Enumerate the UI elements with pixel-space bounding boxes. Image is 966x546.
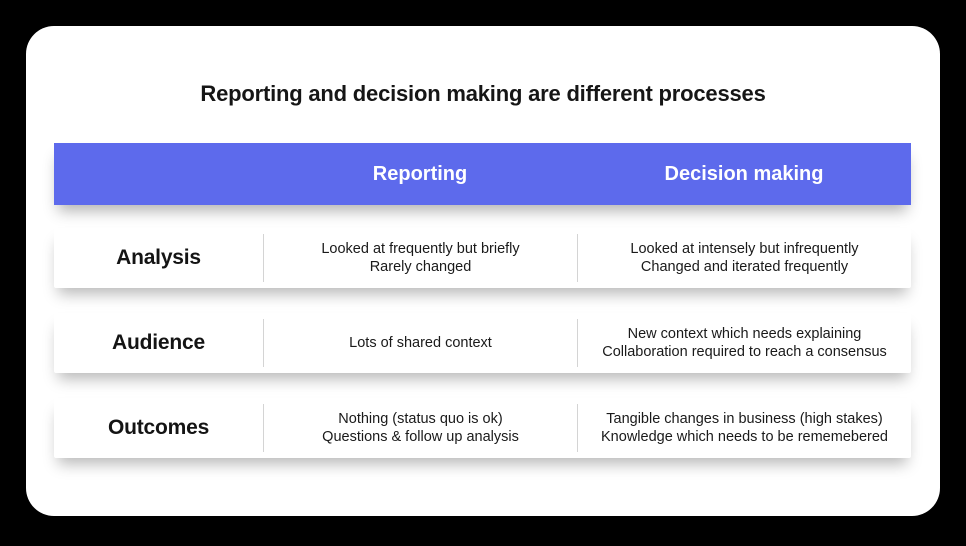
analysis-decision-cell: Looked at intensely but infrequently Cha…: [577, 234, 911, 282]
table-row-analysis: Analysis Looked at frequently but briefl…: [54, 228, 911, 288]
row-label-outcomes: Outcomes: [107, 416, 210, 439]
table-row-outcomes: Outcomes Nothing (status quo is ok) Ques…: [54, 398, 911, 458]
cell-line: Looked at intensely but infrequently: [630, 241, 859, 257]
cell-line: Tangible changes in business (high stake…: [606, 411, 883, 427]
outcomes-decision-cell: Tangible changes in business (high stake…: [577, 404, 911, 452]
slide-card: Reporting and decision making are differ…: [26, 26, 940, 516]
cell-line: New context which needs explaining: [627, 326, 862, 342]
table-header-row: Reporting Decision making: [54, 143, 911, 205]
cell-line: Knowledge which needs to be rememebered: [601, 429, 888, 445]
table-row-audience: Audience Lots of shared context New cont…: [54, 313, 911, 373]
row-label-audience: Audience: [112, 331, 205, 354]
audience-reporting-cell: Lots of shared context: [263, 319, 577, 367]
cell-line: Collaboration required to reach a consen…: [602, 344, 887, 360]
slide-title: Reporting and decision making are differ…: [200, 81, 766, 106]
outcomes-reporting-cell: Nothing (status quo is ok) Questions & f…: [263, 404, 577, 452]
analysis-reporting-cell: Looked at frequently but briefly Rarely …: [263, 234, 577, 282]
cell-line: Nothing (status quo is ok): [338, 411, 503, 427]
cell-line: Lots of shared context: [349, 335, 492, 351]
audience-decision-cell: New context which needs explaining Colla…: [577, 319, 911, 367]
cell-line: Rarely changed: [369, 259, 472, 275]
header-cell-decision-making: Decision making: [664, 162, 824, 185]
cell-line: Changed and iterated frequently: [640, 259, 849, 275]
comparison-table: Reporting Decision making Analysis Looke…: [54, 143, 911, 458]
cell-line: Questions & follow up analysis: [322, 429, 519, 445]
row-label-analysis: Analysis: [116, 246, 201, 269]
header-cell-reporting: Reporting: [372, 162, 468, 185]
cell-line: Looked at frequently but briefly: [321, 241, 520, 257]
